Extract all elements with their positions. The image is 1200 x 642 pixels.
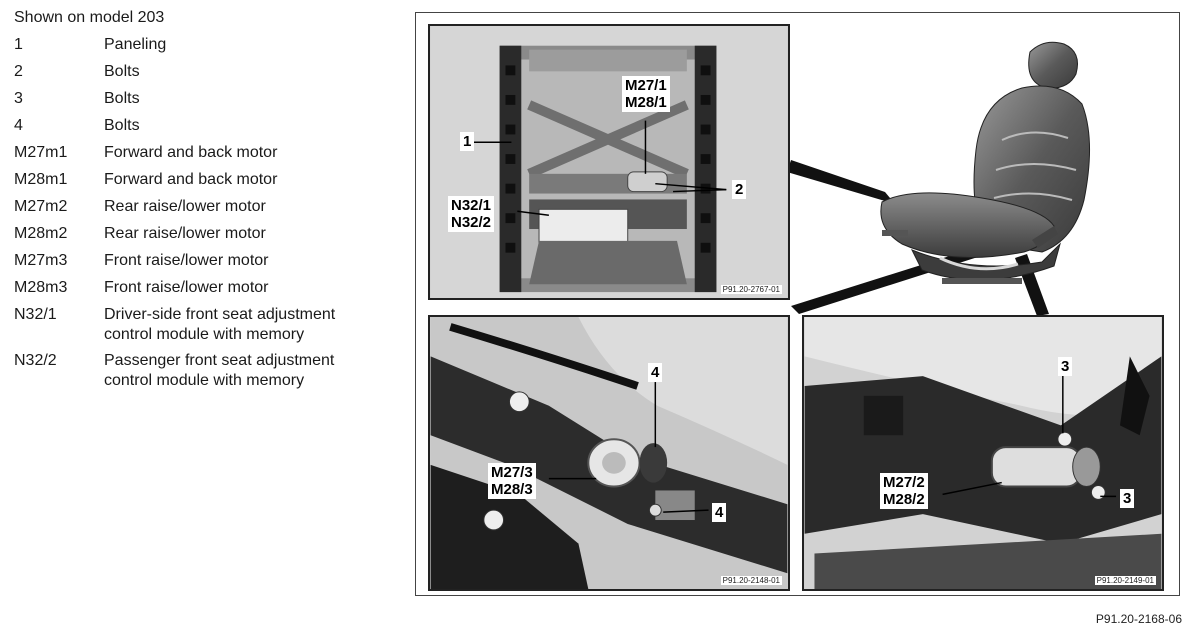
legend-item: 3 Bolts (14, 89, 394, 109)
legend-item-description-line: Rear raise/lower motor (104, 198, 266, 215)
legend-item-description-line: Bolts (104, 63, 140, 80)
callout-4-bottom: 4 (712, 503, 727, 522)
photo-code-top: P91.20-2767-01 (720, 285, 782, 294)
legend-item-description: Rear raise/lower motor (104, 224, 394, 244)
callout-motor-m27-3-m28-3: M27/3 M28/3 (488, 463, 536, 499)
figure-reference: P91.20-2168-06 (1095, 612, 1182, 626)
photo-seat-frame: 1 M27/1 M28/1 2 N32/1 N32/2 P91.20-2767-… (428, 24, 790, 300)
seat-illustration (792, 30, 1182, 330)
legend-item-code: 3 (14, 90, 23, 107)
legend-item-description: Forward and back motor (104, 143, 394, 163)
legend-item-description-line: Passenger front seat adjustment (104, 352, 335, 369)
legend-item: M27m1 Forward and back motor (14, 143, 394, 163)
legend-item-description: Paneling (104, 35, 394, 55)
legend-item-code: M27m3 (14, 252, 68, 269)
legend-title: Shown on model 203 (14, 9, 165, 26)
legend-item-description: Driver-side front seat adjustment control… (104, 305, 394, 345)
callout-4-top: 4 (648, 363, 663, 382)
seat-rail (942, 278, 1022, 284)
legend-item-description: Bolts (104, 62, 394, 82)
legend-item: 1 Paneling (14, 35, 394, 55)
callout-3-bottom: 3 (1120, 489, 1135, 508)
legend-item-description-line: Bolts (104, 117, 140, 134)
callout-m28-2: M28/2 (883, 491, 925, 508)
legend-item-description-line: control module with memory (104, 372, 305, 389)
photo-code-bottom-right: P91.20-2149-01 (1094, 576, 1156, 585)
legend-item-description-line: control module with memory (104, 326, 305, 343)
legend-item-description-line: Forward and back motor (104, 171, 278, 188)
photo-front-motor: 4 M27/3 M28/3 4 P91.20-2148-01 (428, 315, 790, 591)
seat-rail-front (882, 230, 908, 236)
callout-2: 2 (732, 180, 747, 199)
seat-drawing (880, 41, 1090, 284)
legend-item-code: 4 (14, 117, 23, 134)
legend-item-code: N32/1 (14, 306, 57, 323)
photo-seat-frame-drawing (430, 26, 788, 298)
legend-item-code: M28m3 (14, 279, 68, 296)
legend-item-code: M27m1 (14, 144, 68, 161)
legend-item: M28m1 Forward and back motor (14, 170, 394, 190)
callout-module-n32: N32/1 N32/2 (448, 196, 495, 232)
photo-front-motor-drawing (430, 317, 788, 589)
legend-item: M27m2 Rear raise/lower motor (14, 197, 394, 217)
callout-n32-1: N32/1 (451, 197, 492, 214)
photo-code-bottom-left: P91.20-2148-01 (720, 576, 782, 585)
legend-item-description-line: Rear raise/lower motor (104, 225, 266, 242)
legend-item-description: Bolts (104, 116, 394, 136)
legend-item-code: 1 (14, 36, 23, 53)
legend-item-description: Passenger front seat adjustment control m… (104, 351, 394, 391)
callout-m28-1: M28/1 (625, 94, 667, 111)
legend-item: 4 Bolts (14, 116, 394, 136)
legend-item-description-line: Driver-side front seat adjustment (104, 306, 336, 323)
legend-item: M28m2 Rear raise/lower motor (14, 224, 394, 244)
legend-item: M27m3 Front raise/lower motor (14, 251, 394, 271)
legend-item-code: M28m2 (14, 225, 68, 242)
legend-item-code: M27m2 (14, 198, 68, 215)
seat-headrest (1028, 41, 1078, 89)
callout-m27-1: M27/1 (625, 77, 667, 94)
legend-item-description-line: Front raise/lower motor (104, 279, 269, 296)
legend-item: N32/1 Driver-side front seat adjustment co… (14, 305, 394, 345)
callout-3-top: 3 (1058, 357, 1073, 376)
legend-item-description-line: Paneling (104, 36, 167, 53)
legend-item-description: Forward and back motor (104, 170, 394, 190)
callout-m27-3: M27/3 (491, 464, 533, 481)
legend-item-description-line: Front raise/lower motor (104, 252, 269, 269)
legend-item-code: N32/2 (14, 352, 57, 369)
legend-item-description: Bolts (104, 89, 394, 109)
legend-item-description-line: Forward and back motor (104, 144, 278, 161)
legend-item: N32/2 Passenger front seat adjustment cont… (14, 351, 394, 391)
legend-item-description-line: Bolts (104, 90, 140, 107)
photo-rear-motor-drawing (804, 317, 1162, 589)
legend-item-code: M28m1 (14, 171, 68, 188)
callout-m27-2: M27/2 (883, 474, 925, 491)
callout-m28-3: M28/3 (491, 481, 533, 498)
legend-item-description: Rear raise/lower motor (104, 197, 394, 217)
legend-item-code: 2 (14, 63, 23, 80)
callout-1: 1 (460, 132, 475, 151)
callout-motor-m27-1-m28-1: M27/1 M28/1 (622, 76, 670, 112)
legend-item-description: Front raise/lower motor (104, 251, 394, 271)
callout-motor-m27-2-m28-2: M27/2 M28/2 (880, 473, 928, 509)
legend-item: M28m3 Front raise/lower motor (14, 278, 394, 298)
callout-n32-2: N32/2 (451, 214, 492, 231)
legend-item-description: Front raise/lower motor (104, 278, 394, 298)
photo-rear-motor: 3 M27/2 M28/2 3 P91.20-2149-01 (802, 315, 1164, 591)
legend-item: 2 Bolts (14, 62, 394, 82)
